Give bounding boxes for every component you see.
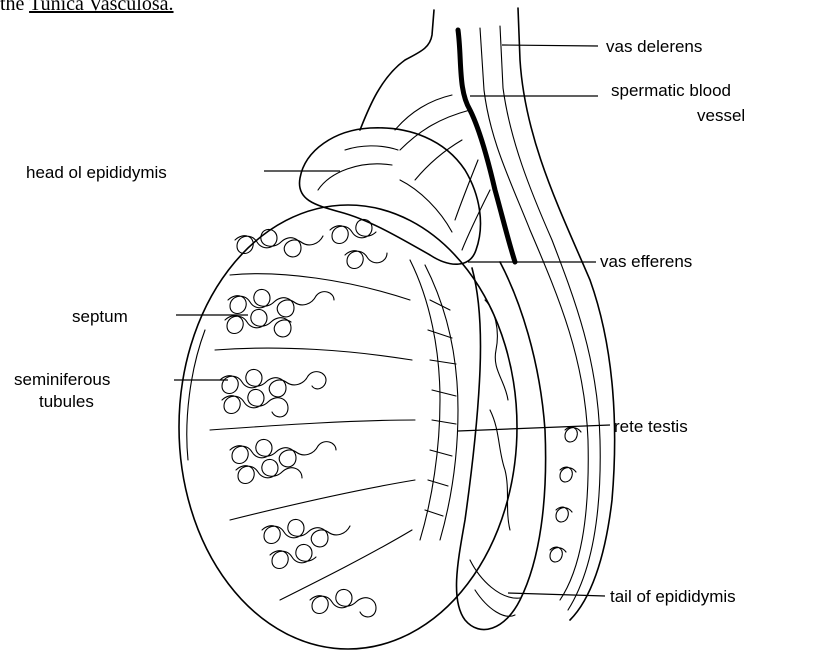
label-spermatic-vessel-line1: spermatic blood — [611, 81, 731, 100]
label-head-epididymis: head ol epididymis — [26, 163, 167, 182]
tail-coils — [550, 427, 581, 562]
label-tail-epididymis: tail of epididymis — [610, 587, 736, 606]
rete-testis-network — [410, 260, 458, 540]
leader-vas-deferens — [502, 45, 598, 46]
septa — [210, 274, 415, 600]
label-vas-efferens: vas efferens — [600, 252, 692, 271]
label-seminiferous-line2: tubules — [39, 392, 94, 411]
spermatic-cord — [360, 8, 615, 620]
label-septum: septum — [72, 307, 128, 326]
label-rete-testis: rete testis — [614, 417, 688, 436]
label-spermatic-vessel-line2: vessel — [697, 106, 745, 125]
testis-outline — [179, 205, 517, 649]
leader-lines — [174, 45, 610, 596]
label-vas-deferens: vas delerens — [606, 37, 702, 56]
label-seminiferous-line1: seminiferous — [14, 370, 110, 389]
body-of-epididymis — [456, 262, 545, 630]
head-of-epididymis — [299, 128, 480, 264]
